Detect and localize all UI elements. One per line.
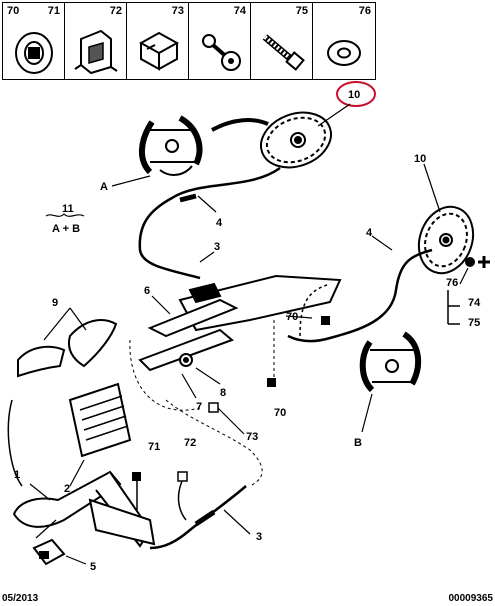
label-72: 72 — [184, 437, 196, 449]
strip-cell-70-71[interactable]: 70 71 — [3, 3, 65, 79]
backing-plate-right[interactable] — [410, 199, 482, 281]
strip-cell-76[interactable]: 76 — [313, 3, 375, 79]
strip-cell-75[interactable]: 75 — [251, 3, 313, 79]
switch-5[interactable] — [32, 538, 66, 566]
strip-cell-72[interactable]: 72 — [65, 3, 127, 79]
ref-75: 75 — [295, 5, 308, 17]
ref-74: 74 — [233, 5, 246, 17]
bolt-cross — [478, 256, 490, 268]
label-4-right: 4 — [366, 227, 373, 239]
label-A-plus-B: A + B — [52, 223, 80, 235]
label-2: 2 — [64, 483, 70, 495]
ref-71: 71 — [47, 5, 60, 17]
gaiter-boot-2[interactable] — [68, 382, 132, 458]
label-75: 75 — [468, 317, 480, 329]
ref-73: 73 — [171, 5, 184, 17]
ref-72-marker — [177, 471, 188, 482]
label-3-low: 3 — [256, 531, 262, 543]
cable-4-left[interactable] — [138, 166, 281, 280]
parts-strip: 70 71 72 73 74 75 — [2, 2, 376, 80]
screw-icon — [262, 34, 305, 71]
strip-cell-74[interactable]: 74 — [189, 3, 251, 79]
cable-3-front[interactable] — [149, 485, 247, 550]
label-A: A — [100, 181, 108, 193]
label-8: 8 — [220, 387, 226, 399]
bolt-washer-icon — [202, 34, 241, 71]
clip-70-b-marker — [267, 378, 276, 387]
label-6: 6 — [144, 285, 150, 297]
label-11: 11 — [62, 203, 74, 215]
label-10-top: 10 — [348, 89, 360, 101]
label-70-a: 70 — [286, 311, 298, 323]
label-71: 71 — [148, 441, 160, 453]
grommet-icon — [15, 32, 53, 74]
label-73: 73 — [246, 431, 258, 443]
label-1: 1 — [14, 469, 20, 481]
label-10-right: 10 — [414, 153, 426, 165]
washer-dot — [465, 257, 475, 267]
grip-covers-9[interactable] — [17, 319, 118, 378]
highlight-ring — [336, 81, 376, 107]
brake-shoes-left[interactable] — [139, 115, 203, 176]
footer-code: 00009365 — [448, 593, 494, 604]
label-74: 74 — [468, 297, 481, 309]
label-9: 9 — [52, 297, 58, 309]
lever-mechanism[interactable] — [138, 274, 342, 372]
strip-cell-73[interactable]: 73 — [127, 3, 189, 79]
label-B: B — [354, 437, 362, 449]
bracket-icon — [138, 31, 180, 71]
label-7: 7 — [196, 401, 202, 413]
label-76: 76 — [446, 277, 458, 289]
bracket-74-75 — [447, 290, 460, 325]
ref-70: 70 — [7, 5, 20, 17]
handbrake-lever-1[interactable] — [12, 470, 156, 548]
ref-73-marker — [208, 402, 219, 413]
backing-plate-left[interactable] — [211, 103, 339, 176]
washer-icon — [327, 40, 361, 66]
footer-date: 05/2013 — [2, 593, 39, 604]
brake-shoes-right[interactable] — [359, 331, 422, 393]
label-70-b: 70 — [274, 407, 286, 419]
label-4-left: 4 — [216, 217, 223, 229]
label-5: 5 — [90, 561, 96, 573]
ref-72: 72 — [109, 5, 122, 17]
cable-4-right[interactable] — [287, 248, 433, 343]
label-3-mid: 3 — [214, 241, 220, 253]
clip-70-a-marker — [321, 316, 330, 325]
ref-76: 76 — [358, 5, 371, 17]
ref-71-marker — [132, 472, 141, 481]
clip-icon — [74, 29, 118, 75]
